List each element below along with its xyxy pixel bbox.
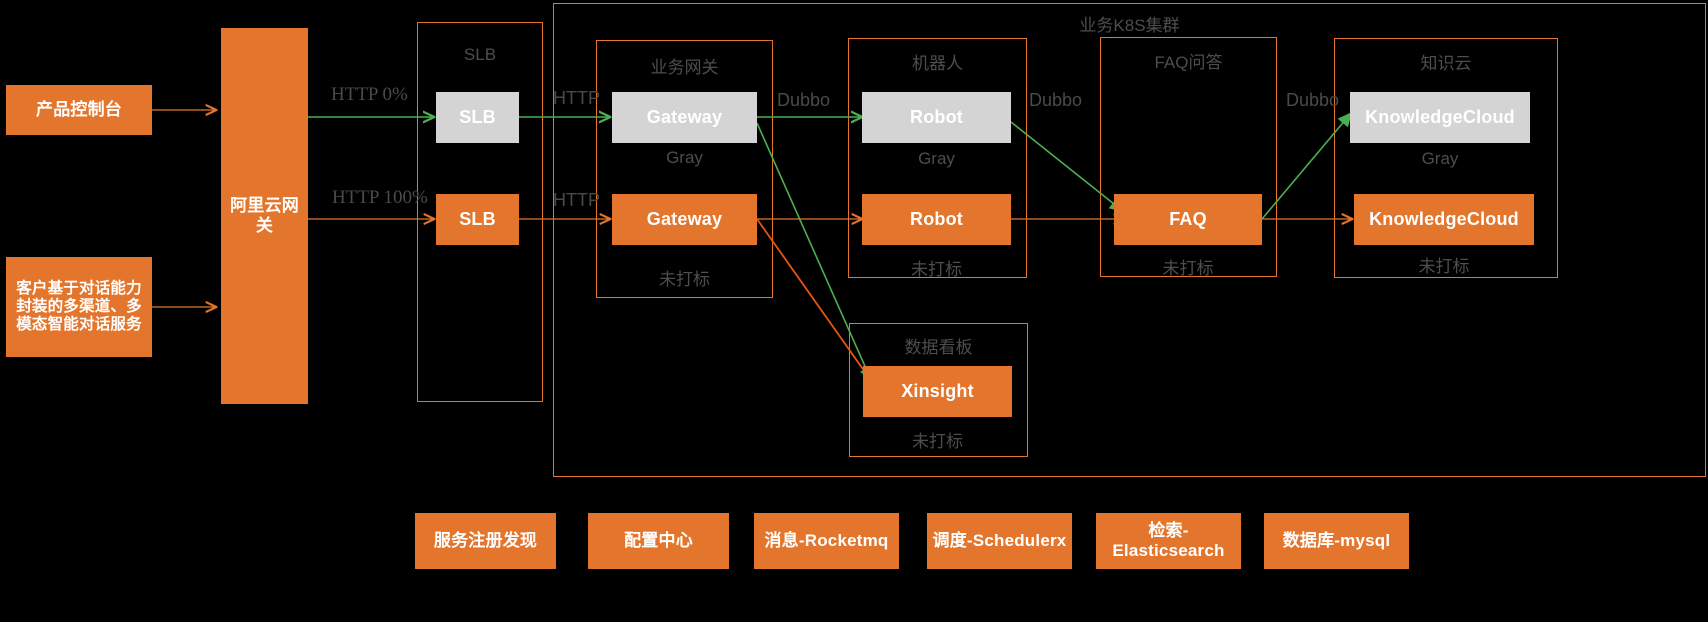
- edge-label-http-100: HTTP 100%: [332, 187, 428, 208]
- node-robot-normal[interactable]: Robot: [862, 194, 1011, 245]
- infra-item-0-label: 服务注册发现: [433, 530, 538, 550]
- node-knowledge-cloud-normal-label: KnowledgeCloud: [1369, 208, 1519, 229]
- tag-faq-normal: 未打标: [1162, 259, 1214, 278]
- node-robot-normal-label: Robot: [910, 208, 963, 229]
- edge-label-dubbo-3: Dubbo: [1286, 90, 1340, 110]
- group-k8s-cluster: [553, 3, 1706, 477]
- group-knowledge-cloud-title: 知识云: [1420, 54, 1472, 73]
- group-gateway: [596, 40, 773, 298]
- tag-knowledge-cloud-gray: Gray: [1421, 149, 1459, 168]
- node-product-console-label: 产品控制台: [36, 99, 122, 119]
- tag-xinsight: 未打标: [912, 432, 963, 451]
- edge-label-http-normal: HTTP: [553, 190, 600, 210]
- node-knowledge-cloud-gray-label: KnowledgeCloud: [1365, 106, 1515, 127]
- node-slb-normal-label: SLB: [459, 208, 496, 229]
- infra-item-3-label: 调度-Schedulerx: [932, 530, 1067, 550]
- node-faq-normal-label: FAQ: [1169, 208, 1207, 229]
- node-slb-gray[interactable]: SLB: [436, 92, 519, 143]
- node-ali-cloud-gateway-label: 阿里云网关: [230, 195, 299, 235]
- node-ali-cloud-gateway[interactable]: 阿里云网关: [221, 28, 308, 404]
- group-xinsight: [849, 323, 1028, 457]
- tag-robot-gray: Gray: [918, 149, 955, 168]
- node-robot-gray-label: Robot: [910, 106, 963, 127]
- infra-item-0[interactable]: 服务注册发现: [415, 513, 556, 569]
- infra-item-3[interactable]: 调度-Schedulerx: [927, 513, 1072, 569]
- infra-item-4[interactable]: 检索-Elasticsearch: [1096, 513, 1241, 569]
- group-slb-title: SLB: [463, 45, 497, 64]
- node-xinsight[interactable]: Xinsight: [863, 366, 1012, 417]
- node-customer-service-label: 客户基于对话能力封装的多渠道、多模态智能对话服务: [16, 279, 142, 334]
- node-gateway-normal[interactable]: Gateway: [612, 194, 757, 245]
- group-gateway-title: 业务网关: [650, 58, 719, 77]
- infra-item-4-label: 检索-Elasticsearch: [1112, 520, 1225, 560]
- infra-item-1[interactable]: 配置中心: [588, 513, 729, 569]
- node-slb-gray-label: SLB: [459, 106, 496, 127]
- group-xinsight-title: 数据看板: [904, 338, 973, 357]
- tag-gateway-gray: Gray: [666, 148, 703, 167]
- group-slb: [417, 22, 543, 402]
- group-faq-title: FAQ问答: [1154, 53, 1223, 72]
- infra-item-2-label: 消息-Rocketmq: [764, 530, 889, 550]
- node-gateway-gray-label: Gateway: [646, 106, 723, 127]
- node-product-console[interactable]: 产品控制台: [6, 85, 152, 135]
- infra-item-2[interactable]: 消息-Rocketmq: [754, 513, 899, 569]
- edge-label-http-gray: HTTP: [553, 88, 600, 108]
- node-gateway-gray[interactable]: Gateway: [612, 92, 757, 143]
- node-robot-gray[interactable]: Robot: [862, 92, 1011, 143]
- tag-robot-normal: 未打标: [911, 260, 962, 279]
- tag-gateway-normal: 未打标: [659, 270, 710, 289]
- node-customer-service[interactable]: 客户基于对话能力封装的多渠道、多模态智能对话服务: [6, 257, 152, 357]
- node-knowledge-cloud-normal[interactable]: KnowledgeCloud: [1354, 194, 1534, 245]
- node-xinsight-label: Xinsight: [901, 380, 974, 401]
- node-knowledge-cloud-gray[interactable]: KnowledgeCloud: [1350, 92, 1530, 143]
- infra-item-5-label: 数据库-mysql: [1282, 530, 1391, 550]
- edge-label-dubbo-2: Dubbo: [1029, 90, 1083, 110]
- edge-label-http-0: HTTP 0%: [331, 84, 408, 105]
- edge-label-dubbo-1: Dubbo: [777, 90, 831, 110]
- infra-item-5[interactable]: 数据库-mysql: [1264, 513, 1409, 569]
- group-robot-title: 机器人: [912, 54, 963, 73]
- infra-item-1-label: 配置中心: [624, 530, 693, 550]
- tag-knowledge-cloud-normal: 未打标: [1418, 257, 1470, 276]
- node-slb-normal[interactable]: SLB: [436, 194, 519, 245]
- group-k8s-cluster-title: 业务K8S集群: [1079, 16, 1180, 35]
- node-faq-normal[interactable]: FAQ: [1114, 194, 1262, 245]
- node-gateway-normal-label: Gateway: [646, 208, 723, 229]
